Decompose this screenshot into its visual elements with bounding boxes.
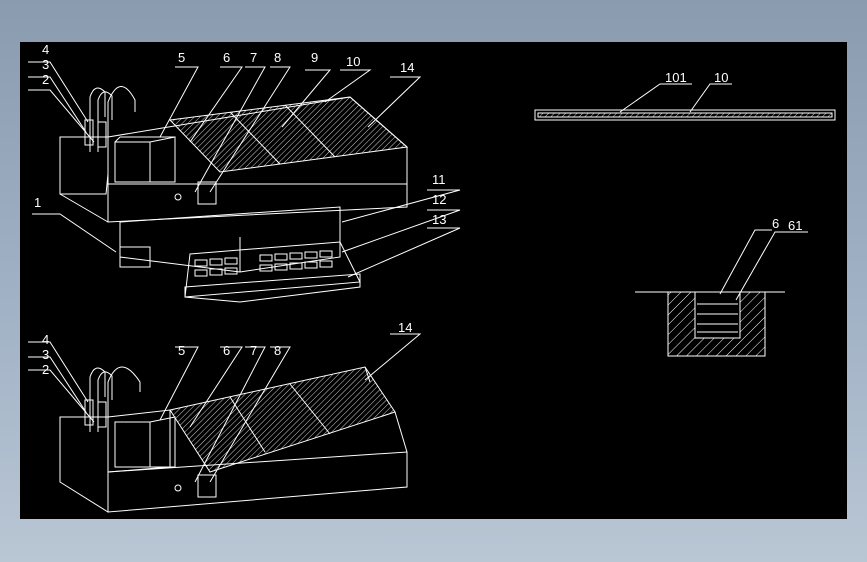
plate-leader-10	[689, 83, 732, 113]
lower-drain-box	[197, 474, 217, 498]
lower-valve-2	[97, 401, 107, 428]
lower-valve-1	[84, 399, 94, 426]
upper-leaders	[28, 61, 461, 278]
upper-label-8: 8	[274, 50, 281, 65]
upper-assembly	[59, 86, 409, 303]
upper-label-1: 1	[34, 195, 41, 210]
lower-assembly	[59, 366, 408, 513]
upper-sink-basin	[114, 136, 176, 183]
lower-label-4: 4	[42, 332, 49, 347]
lower-labels: 4 3 2 5 6 7 8 14	[42, 320, 412, 377]
lower-faucet-3	[107, 366, 141, 432]
section-label-61: 61	[788, 218, 802, 233]
plate-outer	[534, 109, 836, 121]
lower-counter-front	[107, 451, 408, 513]
cad-drawing: 4 3 2 1 5 6 7 8 9 10 14 11 12 13 4 3 2 5	[28, 42, 836, 513]
upper-label-2: 2	[42, 72, 49, 87]
upper-label-4: 4	[42, 42, 49, 57]
lower-label-6: 6	[223, 343, 230, 358]
lower-counter-left-face	[59, 416, 109, 513]
cad-viewport: 4 3 2 1 5 6 7 8 9 10 14 11 12 13 4 3 2 5	[20, 42, 847, 519]
upper-labels: 4 3 2 1 5 6 7 8 9 10 14 11 12 13	[34, 42, 446, 227]
upper-counter-left-face	[59, 136, 109, 195]
upper-drain-box	[197, 181, 217, 205]
lower-label-3: 3	[42, 347, 49, 362]
lower-label-5: 5	[178, 343, 185, 358]
upper-perforated-plate	[168, 96, 409, 173]
lower-label-2: 2	[42, 362, 49, 377]
lower-label-8: 8	[274, 343, 281, 358]
upper-base-plinth	[184, 273, 361, 303]
plate-leader-101	[619, 83, 692, 113]
upper-label-12: 12	[432, 192, 446, 207]
upper-label-13: 13	[432, 212, 446, 227]
upper-label-5: 5	[178, 50, 185, 65]
upper-knob	[174, 193, 182, 201]
section-label-6: 6	[772, 216, 779, 231]
section-leader-6	[719, 229, 772, 295]
upper-faucet-2	[97, 91, 113, 152]
plate-label-101: 101	[665, 70, 687, 85]
upper-label-7: 7	[250, 50, 257, 65]
upper-label-6: 6	[223, 50, 230, 65]
plate-detail	[534, 83, 836, 121]
upper-label-3: 3	[42, 57, 49, 72]
lower-knob	[174, 484, 182, 492]
plate-label-10: 10	[714, 70, 728, 85]
lower-leaders	[28, 333, 422, 483]
upper-valve-1	[84, 119, 94, 146]
section-leader-61	[735, 231, 808, 301]
lower-label-14: 14	[398, 320, 412, 335]
upper-label-11: 11	[432, 172, 446, 187]
lower-faucet-2	[97, 371, 113, 432]
lower-sink-basin	[114, 416, 176, 468]
upper-vent-grille	[194, 250, 333, 277]
section-recess	[694, 291, 741, 339]
upper-label-10: 10	[346, 54, 360, 69]
plate-inner-layer	[537, 112, 833, 118]
lower-label-7: 7	[250, 343, 257, 358]
upper-drawer	[119, 246, 151, 268]
upper-label-14: 14	[400, 60, 414, 75]
upper-label-9: 9	[311, 50, 318, 65]
upper-valve-2	[97, 121, 107, 148]
section-detail	[635, 229, 808, 357]
lower-perforated-plate	[169, 366, 396, 473]
upper-faucet-3	[107, 86, 136, 152]
